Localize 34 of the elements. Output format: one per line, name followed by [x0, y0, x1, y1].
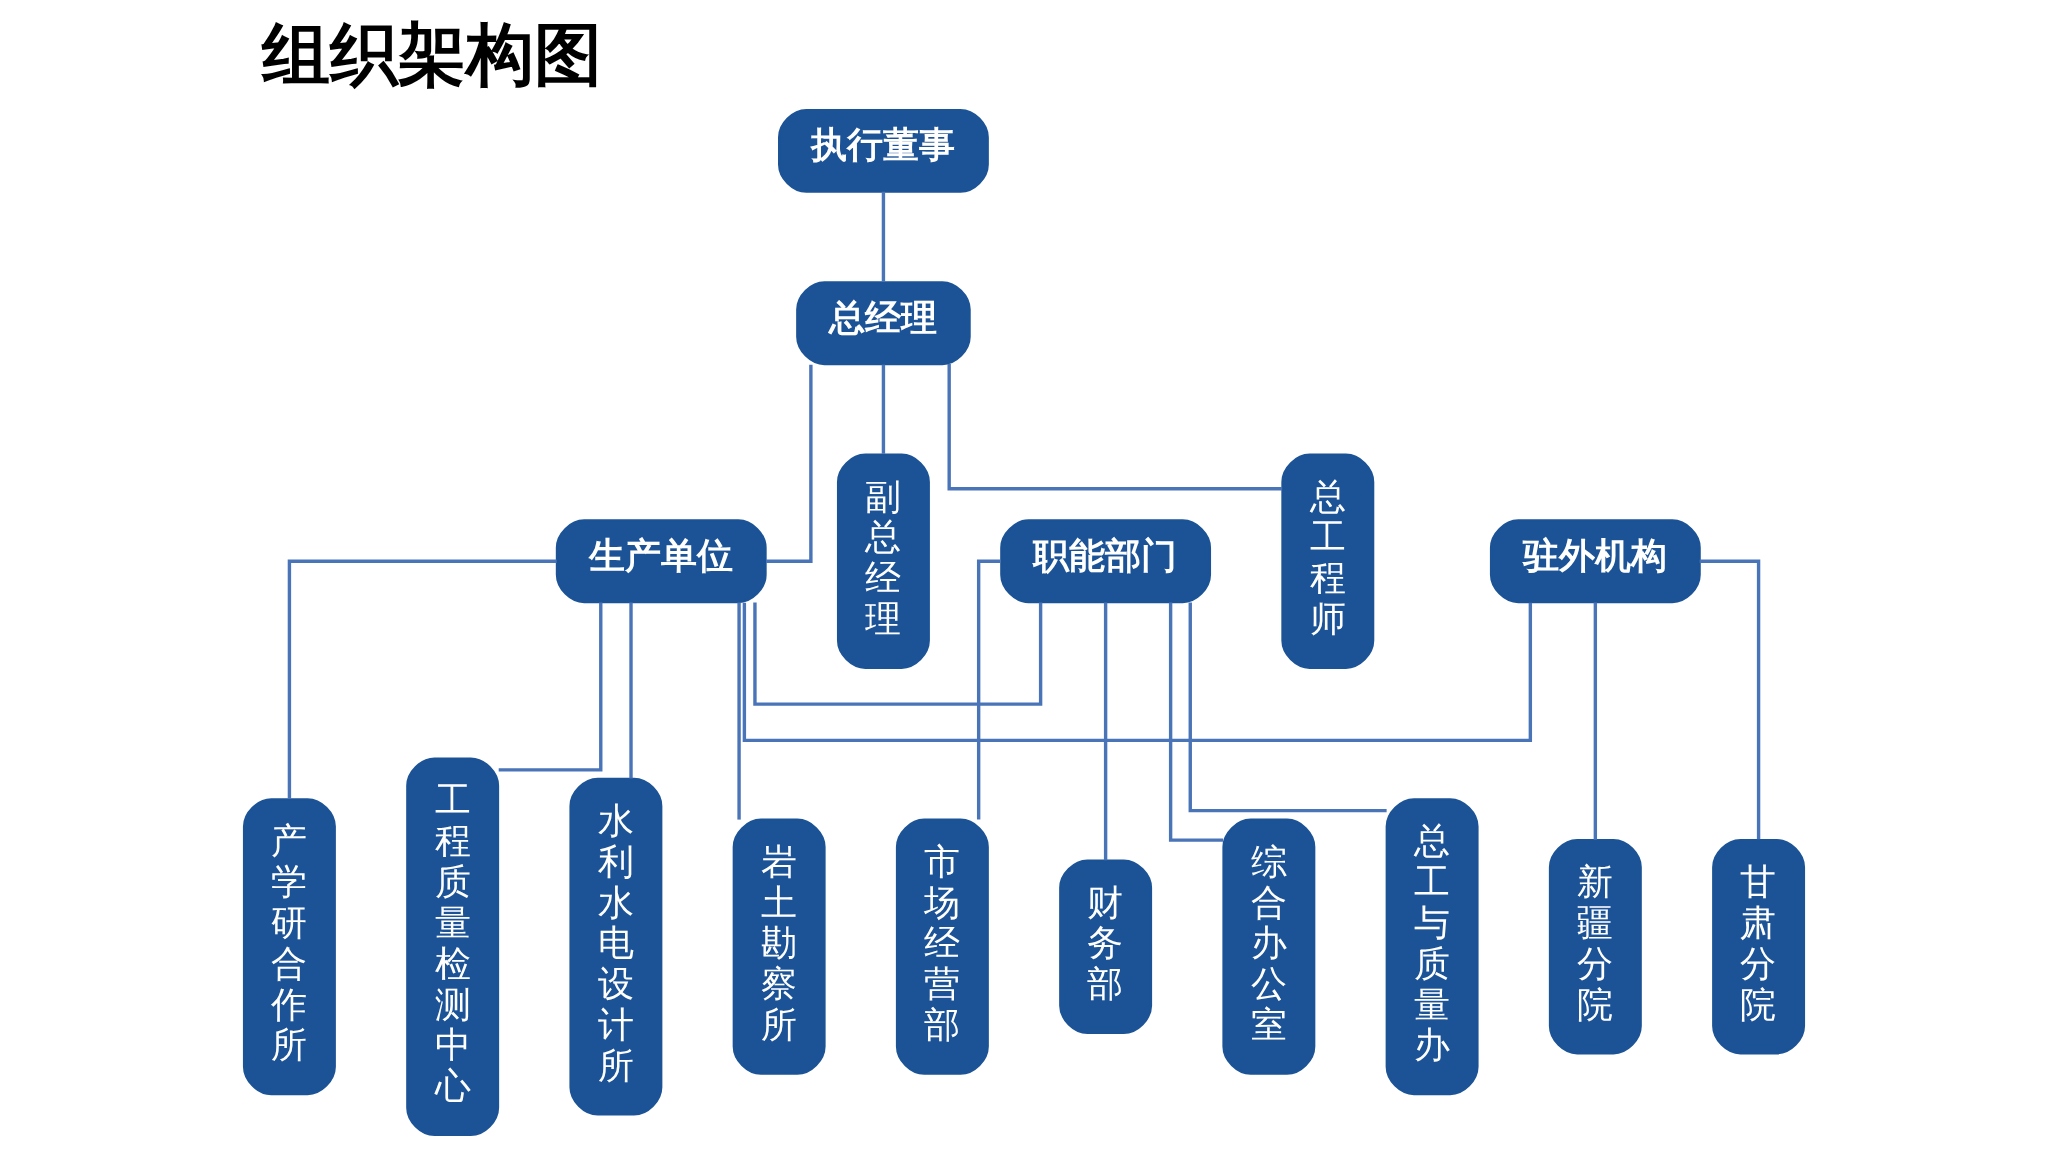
connector: [947, 364, 1283, 491]
node-box: 生产单位: [555, 519, 767, 604]
connector: [498, 602, 603, 772]
connector: [976, 559, 1001, 820]
connector: [881, 364, 886, 454]
node-box: 副总经理: [836, 453, 930, 669]
connector: [766, 364, 813, 563]
connector: [1168, 602, 1224, 842]
connector: [881, 191, 886, 283]
connector: [629, 602, 633, 779]
node-box: 总工与质量办: [1385, 798, 1479, 1096]
connector: [1103, 602, 1108, 861]
connector: [737, 602, 741, 820]
node-box: 职能部门: [1000, 519, 1212, 604]
connector: [1593, 602, 1598, 840]
node-box: 工程质量检测中心: [406, 757, 500, 1136]
node-box: 综合办公室: [1222, 818, 1316, 1075]
node-box: 甘肃分院: [1712, 839, 1806, 1055]
node-box: 岩土勘察所: [732, 818, 826, 1075]
node-box: 产学研合作所: [242, 798, 336, 1096]
connector: [1188, 602, 1387, 813]
node-box: 市场经营部: [895, 818, 989, 1075]
node-box: 新疆分院: [1548, 839, 1642, 1055]
connector: [753, 602, 1043, 706]
diagram-title: 组织架构图: [262, 15, 603, 95]
connector: [742, 602, 1533, 743]
node-box: 总工程师: [1281, 453, 1375, 669]
node-box: 总经理: [796, 281, 971, 366]
connector: [287, 559, 557, 799]
node-box: 驻外机构: [1489, 519, 1701, 604]
node-box: 财务部: [1059, 859, 1153, 1034]
node-box: 执行董事: [778, 108, 989, 193]
connector: [1699, 559, 1761, 840]
node-box: 水利水电设计所: [569, 777, 663, 1116]
